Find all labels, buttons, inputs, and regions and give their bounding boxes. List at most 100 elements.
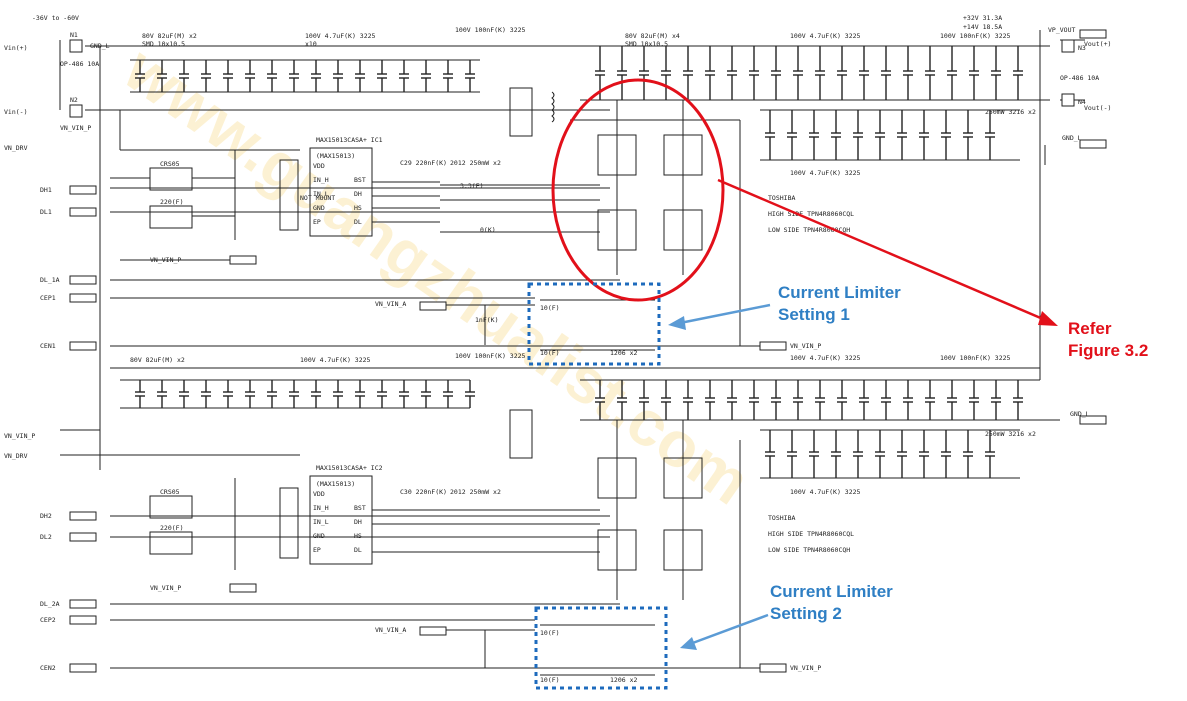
cl1-line1: Current Limiter bbox=[778, 283, 901, 302]
r10f-2-label: 10(F) bbox=[540, 349, 560, 357]
r220-1-label: 220(F) bbox=[160, 198, 183, 206]
ic-pin-label: DH bbox=[354, 190, 362, 198]
out-rating-1-label: +32V 31.3A bbox=[963, 14, 1002, 22]
r0k-label: 0(K) bbox=[480, 226, 496, 234]
vn-vin-p-label: VN_VIN_P bbox=[60, 124, 91, 132]
cap-mlcc-lower-label: 100V 4.7uF(K) 3225 bbox=[790, 169, 861, 177]
ic2-inner-label: (MAX15013) bbox=[316, 480, 355, 488]
high-side-2-label: HIGH SIDE TPN4R8060CQL bbox=[768, 530, 854, 538]
n4-label: N4 bbox=[1078, 98, 1086, 106]
cl1-arrow-line bbox=[679, 303, 771, 325]
supply-range-label: -36V to -60V bbox=[32, 14, 79, 22]
low-side-1-label: LOW SIDE TPN4R8060CQH bbox=[768, 226, 850, 234]
ic-pin-label: DL bbox=[354, 546, 362, 554]
cap-100n-out-label: 100V 100nF(K) 3225 bbox=[940, 32, 1011, 40]
diode-1-label: CRS05 bbox=[160, 160, 180, 168]
cap-mlcc-lower-2-label: 100V 4.7uF(K) 3225 bbox=[790, 488, 861, 496]
toshiba-1-label: TOSHIBA bbox=[768, 194, 795, 202]
smd-in-label: SMD 10x10.5 bbox=[142, 40, 185, 48]
cen2-label: CEN2 bbox=[40, 664, 56, 672]
ic1-inner-label: (MAX15013) bbox=[316, 152, 355, 160]
cap-mlcc-out-2-label: 100V 4.7uF(K) 3225 bbox=[790, 354, 861, 362]
refer-line2: Figure 3.2 bbox=[1068, 341, 1149, 360]
dl2-label: DL2 bbox=[40, 533, 52, 541]
vin-plus-label: Vin(+) bbox=[4, 44, 27, 52]
cap-out-bulk-label: 80V 82uF(M) x4 bbox=[625, 32, 680, 40]
cep2-label: CEP2 bbox=[40, 616, 56, 624]
cap-100n-out-2-label: 100V 100nF(K) 3225 bbox=[940, 354, 1011, 362]
nmount-1-label: NOT MOUNT bbox=[300, 194, 335, 202]
c29-label: C29 220nF(K) bbox=[400, 159, 447, 167]
cl2-arrow-head bbox=[680, 637, 697, 650]
cap-mlcc-out-label: 100V 4.7uF(K) 3225 bbox=[790, 32, 861, 40]
r10f-3-label: 10(F) bbox=[540, 629, 560, 637]
r33-label: 3.3(F) bbox=[460, 182, 483, 190]
net-labels: -36V to -60V +32V 31.3A +14V 18.5A Vin(+… bbox=[4, 14, 1111, 684]
refer-line1: Refer bbox=[1068, 319, 1112, 338]
ic-pin-label: GND bbox=[313, 204, 325, 212]
cap-mlcc-label: 100V 4.7uF(K) 3225 bbox=[305, 32, 376, 40]
r10f-1-label: 10(F) bbox=[540, 304, 560, 312]
current-limiter-box-2 bbox=[534, 606, 668, 690]
watermark-text: www.guangzhualist.com bbox=[111, 32, 763, 518]
dh1-label: DH1 bbox=[40, 186, 52, 194]
r2012-label: 2012 250mW x2 bbox=[450, 159, 501, 167]
cl2-arrow-line bbox=[689, 613, 769, 646]
vin-minus-label: Vin(-) bbox=[4, 108, 27, 116]
dl-2a-label: DL_2A bbox=[40, 600, 60, 608]
vn-vin-p-label-4: VN_VIN_P bbox=[4, 432, 35, 440]
ic-pin-label: EP bbox=[313, 546, 321, 554]
cap-bulk-in-label: 80V 82uF(M) x2 bbox=[142, 32, 197, 40]
high-side-1-label: HIGH SIDE TPN4R8060CQL bbox=[768, 210, 854, 218]
out-rating-2-label: +14V 18.5A bbox=[963, 23, 1002, 31]
cen1-label: CEN1 bbox=[40, 342, 56, 350]
r1206-2-label: 1206 x2 bbox=[610, 676, 637, 684]
gnd-l-label: GND_L bbox=[90, 42, 110, 50]
ic-pin-label: GND bbox=[313, 532, 325, 540]
vn-vin-p-label-5: VN_VIN_P bbox=[790, 664, 821, 672]
ic-pin-label: BST bbox=[354, 504, 366, 512]
r10f-4-label: 10(F) bbox=[540, 676, 560, 684]
ic-pin-label: VDD bbox=[313, 162, 325, 170]
refer-arrow-line bbox=[717, 178, 1051, 324]
r2012-2-label: 2012 250mW x2 bbox=[450, 488, 501, 496]
cap-bulk-in-2-label: 80V 82uF(M) x2 bbox=[130, 356, 185, 364]
cap-100n-label: 100V 100nF(K) 3225 bbox=[455, 26, 526, 34]
vn-vin-p-label-3: VN_VIN_P bbox=[790, 342, 821, 350]
low-side-2-label: LOW SIDE TPN4R8060CQH bbox=[768, 546, 850, 554]
r1206-1-label: 1206 x2 bbox=[610, 349, 637, 357]
vn-drv-2-label: VN_DRV bbox=[4, 452, 28, 460]
vn-vin-a-label-2: VN_VIN_A bbox=[375, 626, 406, 634]
refer-arrow-head bbox=[1038, 311, 1058, 326]
n3-label: N3 bbox=[1078, 44, 1086, 52]
ic-pin-label: BST bbox=[354, 176, 366, 184]
n2-label: N2 bbox=[70, 96, 78, 104]
cep1-label: CEP1 bbox=[40, 294, 56, 302]
toshiba-2-label: TOSHIBA bbox=[768, 514, 795, 522]
ic-pin-label: VDD bbox=[313, 490, 325, 498]
gnd-l-out-label: GND_L bbox=[1062, 134, 1082, 142]
op486-label-2: OP-486 10A bbox=[1060, 74, 1099, 82]
ic-pin-label: DL bbox=[354, 218, 362, 226]
ic-pin-label: DH bbox=[354, 518, 362, 526]
vout-minus-label: Vout(-) bbox=[1084, 104, 1111, 112]
dl1-label: DL1 bbox=[40, 208, 52, 216]
vn-vin-p-label-2: VN_VIN_P bbox=[150, 256, 181, 264]
ic-pin-label: IN_L bbox=[313, 190, 329, 198]
vn-vin-p-label-6: VN_VIN_P bbox=[150, 584, 181, 592]
ic-pin-label: HS bbox=[354, 532, 362, 540]
ic-pin-label: EP bbox=[313, 218, 321, 226]
vout-plus-label: Vout(+) bbox=[1084, 40, 1111, 48]
sense-label: 250mW 3216 x2 bbox=[985, 108, 1036, 116]
cl1-arrow-head bbox=[668, 316, 686, 330]
n1-label: N1 bbox=[70, 31, 78, 39]
ic-pin-label: IN_H bbox=[313, 504, 329, 512]
vn-drv-label: VN_DRV bbox=[4, 144, 28, 152]
ic1-label: MAX15013CASA+ IC1 bbox=[316, 136, 383, 144]
refer-figure-label: Refer Figure 3.2 bbox=[1068, 318, 1148, 362]
ic2-label: MAX15013CASA+ IC2 bbox=[316, 464, 383, 472]
c1nf-1-label: 1nF(K) bbox=[475, 316, 498, 324]
